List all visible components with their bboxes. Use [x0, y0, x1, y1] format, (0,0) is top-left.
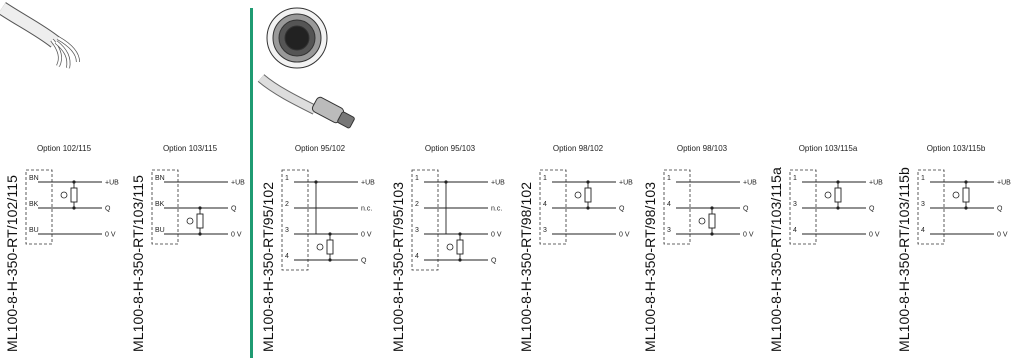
wiring-schematic: 1 +UB 3Q 4 0 V: [789, 169, 883, 245]
pin-label: 1: [667, 175, 671, 182]
signal-label: Q: [361, 258, 367, 265]
option-title: Option 95/103: [424, 144, 476, 153]
signal-label: +UB: [869, 180, 883, 187]
pin-label: BK: [155, 201, 165, 208]
pin-label: BK: [29, 201, 39, 208]
pin-label: 1: [543, 175, 547, 182]
signal-label: Q: [491, 258, 497, 265]
pin-label: 4: [285, 253, 289, 260]
model-label: ML100-8-H-350-RT/95/103: [390, 181, 406, 352]
signal-label: 0 V: [743, 232, 754, 239]
signal-label: Q: [869, 206, 875, 213]
signal-label: 0 V: [491, 232, 502, 239]
pin-label: 3: [285, 227, 289, 234]
pin-label: 2: [415, 201, 419, 208]
pin-label: 1: [415, 175, 419, 182]
pin-label: BU: [29, 227, 39, 234]
wiring-schematic: 1 +UB 2 n.c. 3 0 V 4Q: [411, 169, 505, 271]
wiring-schematic: 1 +UB 4Q 3 0 V: [663, 169, 757, 245]
pin-label: BN: [29, 175, 39, 182]
signal-label: +UB: [997, 180, 1011, 187]
pin-label: 1: [285, 175, 289, 182]
option-title: Option 98/103: [676, 144, 728, 153]
wiring-schematic: 1 +UB 3Q 4 0 V: [917, 169, 1011, 245]
option-title: Option 103/115: [162, 144, 218, 153]
option-title: Option 102/115: [36, 144, 92, 153]
signal-label: +UB: [361, 180, 375, 187]
signal-label: Q: [743, 206, 749, 213]
model-label: ML100-8-H-350-RT/95/102: [260, 181, 276, 352]
pin-label: 3: [793, 201, 797, 208]
pin-label: 4: [543, 201, 547, 208]
signal-label: n.c.: [361, 206, 372, 213]
model-label: ML100-8-H-350-RT/98/103: [642, 181, 658, 352]
pin-label: 2: [285, 201, 289, 208]
option-title: Option 98/102: [552, 144, 604, 153]
option-title: Option 95/102: [294, 144, 346, 153]
wiring-schematic: BN +UB BK Q BU 0 V: [151, 169, 245, 245]
pin-label: 3: [543, 227, 547, 234]
signal-label: 0 V: [619, 232, 630, 239]
pin-label: 1: [793, 175, 797, 182]
pin-label: 3: [667, 227, 671, 234]
pin-label: 4: [793, 227, 797, 234]
signal-label: Q: [997, 206, 1003, 213]
signal-label: +UB: [105, 180, 119, 187]
wiring-schematic: 1 +UB 2 n.c. 3 0 V 4Q: [281, 169, 375, 271]
pin-label: BN: [155, 175, 165, 182]
cable-illustration: [0, 2, 80, 69]
model-label: ML100-8-H-350-RT/103/115b: [896, 167, 912, 352]
signal-label: Q: [619, 206, 625, 213]
option-title: Option 103/115a: [798, 144, 858, 153]
model-label: ML100-8-H-350-RT/103/115: [130, 175, 146, 352]
model-label: ML100-8-H-350-RT/102/115: [4, 175, 20, 352]
signal-label: 0 V: [105, 232, 116, 239]
signal-label: 0 V: [869, 232, 880, 239]
model-label: ML100-8-H-350-RT/98/102: [518, 181, 534, 352]
wiring-schematic: BN +UB BK Q BU 0 V: [25, 169, 119, 245]
signal-label: 0 V: [361, 232, 372, 239]
connector-illustration: [257, 7, 355, 129]
signal-label: Q: [105, 206, 111, 213]
model-label: ML100-8-H-350-RT/103/115a: [768, 167, 784, 352]
pin-label: 4: [667, 201, 671, 208]
pin-label: 1: [921, 175, 925, 182]
wiring-schematic: 1 +UB 4Q 3 0 V: [539, 169, 633, 245]
signal-label: +UB: [743, 180, 757, 187]
signal-label: 0 V: [231, 232, 242, 239]
pin-label: 3: [921, 201, 925, 208]
section-divider: [250, 8, 253, 358]
pin-label: 4: [921, 227, 925, 234]
signal-label: n.c.: [491, 206, 502, 213]
signal-label: +UB: [619, 180, 633, 187]
option-title: Option 103/115b: [926, 144, 986, 153]
pin-label: 3: [415, 227, 419, 234]
pin-label: BU: [155, 227, 165, 234]
signal-label: +UB: [491, 180, 505, 187]
pin-label: 4: [415, 253, 419, 260]
signal-label: 0 V: [997, 232, 1008, 239]
signal-label: +UB: [231, 180, 245, 187]
signal-label: Q: [231, 206, 237, 213]
